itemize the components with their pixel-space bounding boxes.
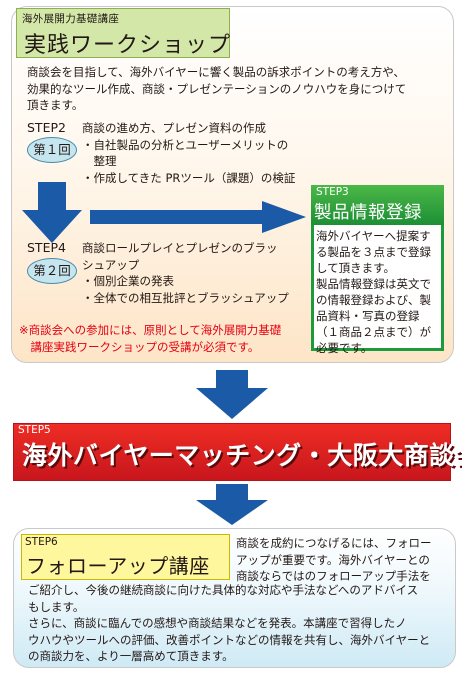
step3-line: 製品情報登録は英文で: [316, 277, 431, 291]
step6-line: ウハウやツールへの評価、改善ポイントなどの情報を共有し、海外バイヤーと: [28, 632, 431, 647]
step5-label: STEP5: [18, 424, 51, 436]
step4-line: 商談ロールプレイとプレゼンのブラッ: [82, 241, 278, 255]
step3-line: 海外バイヤーへ提案す: [316, 229, 431, 243]
session-2-badge: 第２回: [27, 258, 77, 284]
workshop-title-box: [16, 8, 230, 58]
intro-line: 頂きます。: [27, 98, 84, 112]
step3-line: の情報登録および、製: [316, 293, 431, 307]
arrow-down-icon: [22, 182, 82, 243]
step3-line: る製品を３点まで登録: [316, 245, 431, 259]
session-1-badge: 第１回: [27, 137, 77, 163]
step2-line: 商談の進め方、プレゼン資料の作成: [82, 121, 266, 135]
workshop-intro: 商談会を目指して、海外バイヤーに響く製品の訴求ポイントの考え方や、 効果的なツー…: [27, 64, 406, 114]
step2-line: ・自社製品の分析とユーザーメリットの: [82, 137, 289, 152]
arrow-down-icon: [196, 484, 268, 525]
arrow-down-icon: [196, 370, 268, 419]
step2-line: 整理: [82, 154, 117, 168]
followup-panel: [13, 528, 456, 668]
step4-label: STEP4: [27, 240, 66, 255]
note-line: ※商談会への参加には、原則として海外展開力基礎: [19, 323, 282, 337]
step6-line: の商談力を、より一層高めて頂きます。: [28, 649, 234, 663]
participation-note: ※商談会への参加には、原則として海外展開力基礎 講座実践ワークショップの受講が必…: [19, 322, 281, 355]
step6-line: アップが重要です。海外バイヤーとの: [236, 552, 430, 567]
step3-content: 海外バイヤーへ提案す る製品を３点まで登録 して頂きます。 製品情報登録は英文で…: [316, 228, 431, 356]
step4-line: シュアップ: [82, 257, 140, 272]
note-line: 講座実践ワークショップの受講が必須です。: [19, 339, 260, 354]
intro-line: 効果的なツール作成、商談・プレゼンテーションのノウハウを身につけて: [27, 81, 407, 96]
step6-intro: 商談を成約につなげるには、フォロー アップが重要です。海外バイヤーとの 商談なら…: [236, 535, 432, 585]
step3-line: 必要です。: [316, 341, 373, 355]
step3-title: 製品情報登録: [314, 203, 422, 223]
step3-line: 品資料・写真の登録: [316, 309, 420, 323]
step4-line: ・個別企業の発表: [82, 274, 174, 288]
step3-line: して頂きます。: [316, 261, 396, 275]
workshop-title: 実践ワークショップ: [24, 33, 232, 58]
step6-line: もします。: [28, 599, 85, 614]
step6-body: ご紹介し、今後の継続商談に向けた具体的な対応や手法などへのアドバイス もします。…: [28, 582, 430, 665]
step6-line: 商談を成約につなげるには、フォロー: [236, 536, 432, 550]
step3-label: STEP3: [316, 186, 349, 198]
workshop-course-label: 海外展開力基礎講座: [22, 13, 120, 25]
arrow-right-icon: [90, 201, 306, 233]
step4-content: 商談ロールプレイとプレゼンのブラッ シュアップ ・個別企業の発表 ・全体での相互…: [82, 240, 289, 306]
step6-line: 商談ならではのフォローアップ手法を: [236, 569, 431, 583]
step2-content: 商談の進め方、プレゼン資料の作成 ・自社製品の分析とユーザーメリットの 整理 ・…: [82, 120, 295, 186]
step6-line: さらに、商談に臨んでの感想や商談結果などを発表。本講座で習得したノ: [28, 616, 407, 630]
followup-title-box: [21, 534, 230, 580]
step6-label: STEP6: [25, 536, 58, 548]
step4-line: ・全体での相互批評とブラッシュアップ: [82, 290, 289, 305]
step2-label: STEP2: [27, 120, 66, 135]
step2-line: ・作成してきた PRツール（課題）の検証: [82, 170, 296, 185]
matching-banner: [13, 423, 451, 481]
step6-title: フォローアップ講座: [26, 554, 210, 578]
step5-title: 海外バイヤーマッチング・大阪大商談会: [22, 441, 462, 470]
step3-line: （１商品２点まで）が: [316, 325, 431, 339]
step3-header: [311, 185, 444, 225]
intro-line: 商談会を目指して、海外バイヤーに響く製品の訴求ポイントの考え方や、: [27, 65, 405, 79]
step6-line: ご紹介し、今後の継続商談に向けた具体的な対応や手法などへのアドバイス: [28, 583, 419, 597]
